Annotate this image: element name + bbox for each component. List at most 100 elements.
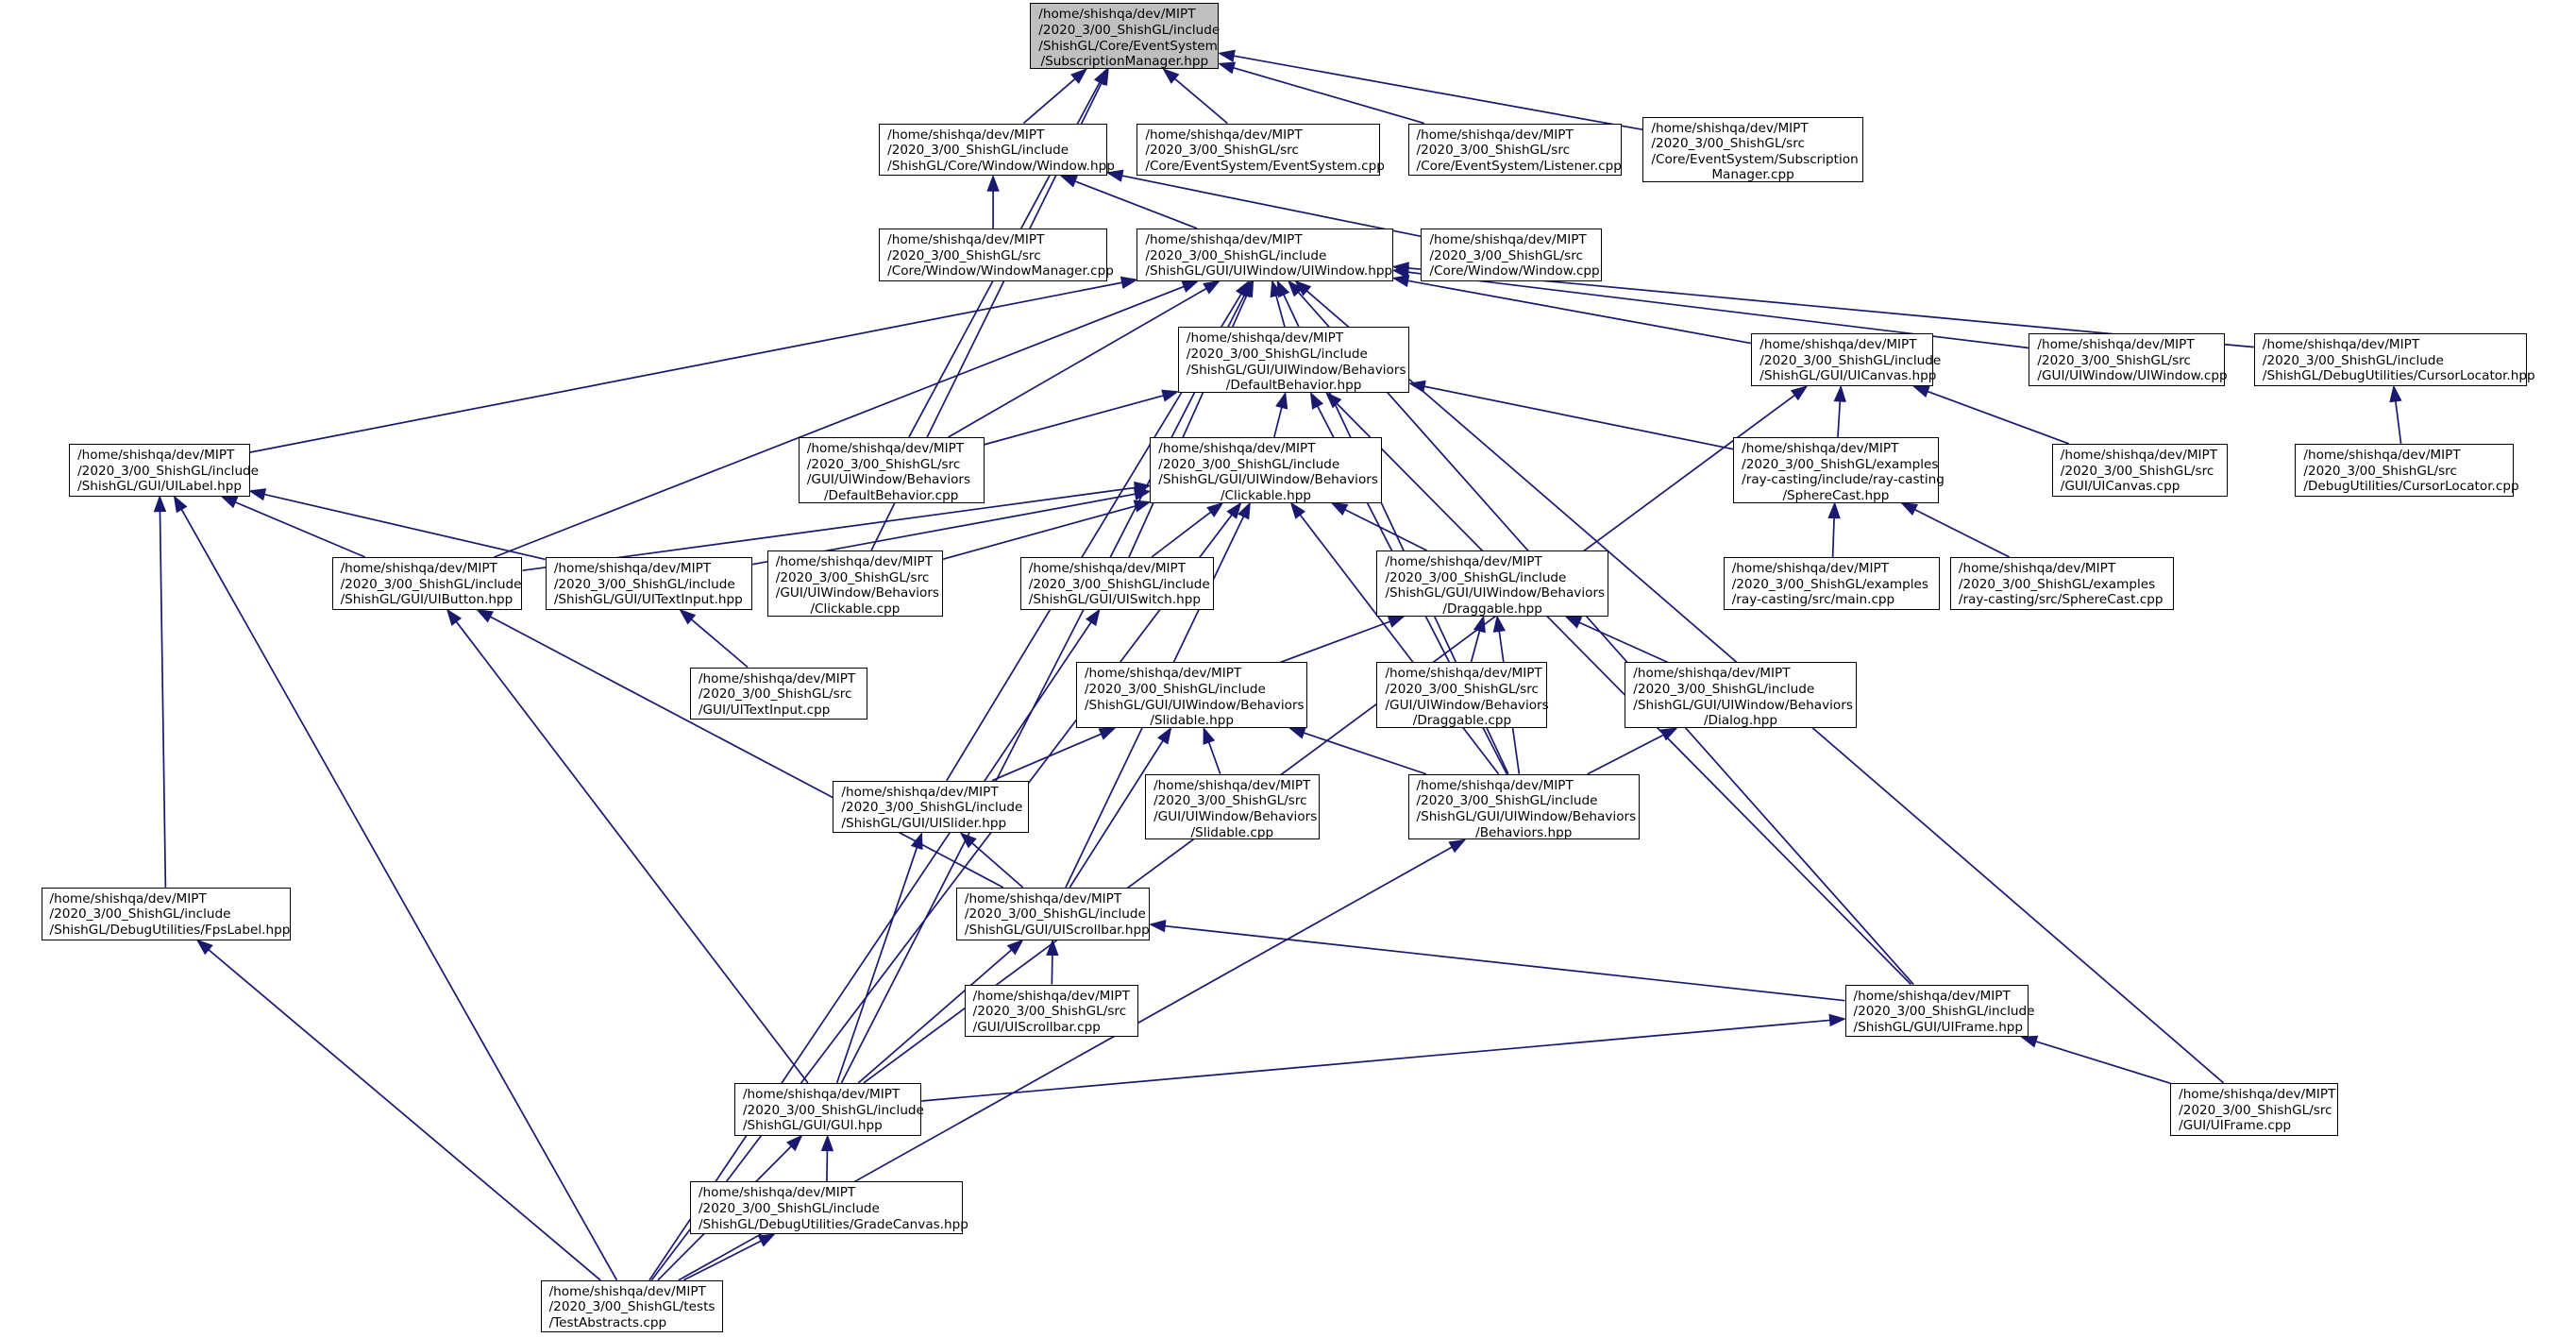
edge-UIFrameH-to-UIWindowH	[1297, 292, 1914, 986]
graph-node-defbehcpp[interactable]: /home/shishqa/dev/MIPT/2020_3/00_ShishGL…	[798, 436, 985, 503]
graph-node-uiframecpp[interactable]: /home/shishqa/dev/MIPT/2020_3/00_ShishGL…	[2170, 1082, 2338, 1136]
arrowhead-icon	[1203, 726, 1216, 745]
graph-node-uitextinputh[interactable]: /home/shishqa/dev/MIPT/2020_3/00_ShishGL…	[545, 557, 753, 610]
graph-node-eventsyscpp[interactable]: /home/shishqa/dev/MIPT/2020_3/00_ShishGL…	[1136, 123, 1385, 177]
arrowhead-icon	[1790, 385, 1809, 401]
graph-node-uiscrollbarcpp[interactable]: /home/shishqa/dev/MIPT/2020_3/00_ShishGL…	[964, 984, 1139, 1038]
arrowhead-icon	[1203, 279, 1221, 295]
arrowhead-icon	[1473, 615, 1486, 634]
arrowhead-icon	[959, 832, 977, 849]
node-label-line: /Slidable.hpp	[1150, 713, 1234, 729]
arrowhead-icon	[1325, 391, 1342, 409]
graph-node-testabstractscpp[interactable]: /home/shishqa/dev/MIPT/2020_3/00_ShishGL…	[540, 1279, 723, 1333]
edge-TestAbstractsCpp-to-ClickableH	[650, 514, 1233, 1281]
graph-node-uilabelh[interactable]: /home/shishqa/dev/MIPT/2020_3/00_ShishGL…	[69, 443, 259, 497]
graph-node-uicanvascpp[interactable]: /home/shishqa/dev/MIPT/2020_3/00_ShishGL…	[2051, 443, 2229, 497]
edge-SubMgrCpp-to-SubMgrH	[1233, 55, 1643, 131]
node-label-line: /home/shishqa/dev/MIPT	[1633, 666, 1791, 682]
graph-node-uicanvash[interactable]: /home/shishqa/dev/MIPT/2020_3/00_ShishGL…	[1751, 333, 1942, 386]
arrowhead-icon	[1309, 391, 1324, 410]
node-label-line: /home/shishqa/dev/MIPT	[1385, 554, 1542, 570]
graph-node-gradecanvash[interactable]: /home/shishqa/dev/MIPT/2020_3/00_ShishGL…	[689, 1181, 968, 1235]
edge-SphereCastH-to-DefBehH	[1423, 385, 1734, 450]
graph-node-rcmaincpp[interactable]: /home/shishqa/dev/MIPT/2020_3/00_ShishGL…	[1723, 557, 1941, 610]
graph-node-uiscrollbarh[interactable]: /home/shishqa/dev/MIPT/2020_3/00_ShishGL…	[955, 887, 1151, 940]
graph-node-slidablecpp[interactable]: /home/shishqa/dev/MIPT/2020_3/00_ShishGL…	[1145, 773, 1320, 840]
arrowhead-icon	[1659, 727, 1678, 741]
node-label-line: /home/shishqa/dev/MIPT	[2262, 337, 2420, 353]
graph-node-spherecasth[interactable]: /home/shishqa/dev/MIPT/2020_3/00_ShishGL…	[1733, 436, 1945, 503]
node-label-line: /ShishGL/Core/EventSystem	[1038, 38, 1218, 54]
arrowhead-icon	[1833, 384, 1846, 402]
edge-BehaviorsH-to-ClickableH	[1299, 514, 1500, 775]
node-label-line: /2020_3/00_ShishGL/tests	[548, 1299, 716, 1315]
node-label-line: /ShishGL/GUI/UICanvas.hpp	[1759, 368, 1937, 384]
graph-node-slidableh[interactable]: /home/shishqa/dev/MIPT/2020_3/00_ShishGL…	[1075, 662, 1308, 729]
edge-GUIH-to-UIButtonH	[455, 620, 809, 1084]
graph-node-winmgrcpp[interactable]: /home/shishqa/dev/MIPT/2020_3/00_ShishGL…	[879, 228, 1114, 281]
edge-UISwitchH-to-ClickableH	[1151, 511, 1212, 558]
node-label-line: /ShishGL/GUI/UISlider.hpp	[841, 815, 1007, 831]
node-label-line: /ShishGL/DebugUtilities/CursorLocator.hp…	[2262, 368, 2535, 384]
node-label-line: /DefaultBehavior.cpp	[823, 487, 959, 503]
node-label-line: /Core/Window/WindowManager.cpp	[887, 263, 1114, 279]
graph-node-cursorloccpp[interactable]: /home/shishqa/dev/MIPT/2020_3/00_ShishGL…	[2295, 443, 2519, 497]
node-label-line: /ShishGL/GUI/UIWindow/Behaviors	[1158, 472, 1378, 488]
graph-node-fpslabelh[interactable]: /home/shishqa/dev/MIPT/2020_3/00_ShishGL…	[41, 887, 292, 940]
node-label-line: /home/shishqa/dev/MIPT	[2303, 447, 2461, 463]
node-label-line: /ShishGL/GUI/UIFrame.hpp	[1853, 1019, 2024, 1035]
node-label-line: /home/shishqa/dev/MIPT	[1731, 561, 1889, 576]
graph-node-uiframeh[interactable]: /home/shishqa/dev/MIPT/2020_3/00_ShishGL…	[1844, 984, 2034, 1038]
graph-node-defbehh[interactable]: /home/shishqa/dev/MIPT/2020_3/00_ShishGL…	[1177, 327, 1410, 393]
graph-node-uisliderh[interactable]: /home/shishqa/dev/MIPT/2020_3/00_ShishGL…	[833, 780, 1029, 834]
graph-node-uiswitchh[interactable]: /home/shishqa/dev/MIPT/2020_3/00_ShishGL…	[1019, 557, 1215, 610]
arrowhead-icon	[1120, 276, 1138, 289]
graph-node-windowh[interactable]: /home/shishqa/dev/MIPT/2020_3/00_ShishGL…	[879, 123, 1115, 177]
edge-CursorLocCpp-to-CursorLocH	[2395, 400, 2402, 445]
arrowhead-icon	[1206, 501, 1224, 517]
graph-node-uitextinputcpp[interactable]: /home/shishqa/dev/MIPT/2020_3/00_ShishGL…	[689, 667, 867, 720]
node-label-line: /2020_3/00_ShishGL/include	[340, 576, 522, 592]
graph-node-uiwindowh[interactable]: /home/shishqa/dev/MIPT/2020_3/00_ShishGL…	[1136, 228, 1393, 281]
arrowhead-icon	[1900, 501, 1919, 516]
graph-node-clickableh[interactable]: /home/shishqa/dev/MIPT/2020_3/00_ShishGL…	[1150, 436, 1382, 503]
node-label-line: /2020_3/00_ShishGL/include	[1759, 352, 1942, 368]
node-label-line: /home/shishqa/dev/MIPT	[340, 561, 497, 576]
node-label-line: /2020_3/00_ShishGL/src	[698, 686, 852, 703]
node-label-line: /home/shishqa/dev/MIPT	[2179, 1086, 2336, 1102]
graph-node-behaviorsh[interactable]: /home/shishqa/dev/MIPT/2020_3/00_ShishGL…	[1407, 773, 1640, 840]
edge-DraggableCpp-to-DraggableH	[1470, 630, 1481, 663]
node-label-line: /home/shishqa/dev/MIPT	[972, 988, 1130, 1004]
node-label-line: /Core/Window/Window.cpp	[1429, 263, 1600, 279]
edge-UICanvasCpp-to-UICanvasH	[1927, 390, 2069, 445]
node-label-line: /ShishGL/GUI/UIWindow/Behaviors	[1385, 585, 1606, 601]
graph-node-windowcpp[interactable]: /home/shishqa/dev/MIPT/2020_3/00_ShishGL…	[1421, 228, 1602, 281]
graph-node-rcspherecpp[interactable]: /home/shishqa/dev/MIPT/2020_3/00_ShishGL…	[1949, 557, 2174, 610]
arrowhead-icon	[1238, 279, 1253, 298]
node-label-line: /2020_3/00_ShishGL/include	[841, 800, 1023, 816]
edge-ClickableCpp-to-ClickableH	[942, 505, 1136, 560]
arrowhead-icon	[1492, 615, 1506, 633]
graph-node-uibuttonh[interactable]: /home/shishqa/dev/MIPT/2020_3/00_ShishGL…	[331, 557, 523, 610]
graph-node-submgrcpp[interactable]: /home/shishqa/dev/MIPT/2020_3/00_ShishGL…	[1642, 116, 1863, 182]
graph-node-cursorloch[interactable]: /home/shishqa/dev/MIPT/2020_3/00_ShishGL…	[2253, 333, 2535, 386]
node-label-line: /home/shishqa/dev/MIPT	[1742, 440, 1899, 456]
graph-node-uiwindowcpp[interactable]: /home/shishqa/dev/MIPT/2020_3/00_ShishGL…	[2029, 333, 2228, 386]
graph-node-dialogh[interactable]: /home/shishqa/dev/MIPT/2020_3/00_ShishGL…	[1625, 662, 1857, 728]
node-label-line: /home/shishqa/dev/MIPT	[2037, 337, 2195, 353]
graph-node-submgrh[interactable]: /home/shishqa/dev/MIPT/2020_3/00_ShishGL…	[1030, 3, 1220, 69]
edge-UIScrollbarH-to-UIButtonH	[490, 616, 1004, 889]
graph-node-listenercpp[interactable]: /home/shishqa/dev/MIPT/2020_3/00_ShishGL…	[1407, 123, 1622, 177]
graph-node-clickablecpp[interactable]: /home/shishqa/dev/MIPT/2020_3/00_ShishGL…	[766, 550, 943, 617]
graph-node-draggableh[interactable]: /home/shishqa/dev/MIPT/2020_3/00_ShishGL…	[1376, 550, 1608, 617]
node-label-line: /2020_3/00_ShishGL/include	[698, 1200, 880, 1216]
edge-ClickableH-to-DefBehH	[1273, 407, 1283, 438]
node-label-line: /2020_3/00_ShishGL/include	[1084, 681, 1266, 697]
node-label-line: /ShishGL/GUI/UIButton.hpp	[340, 592, 514, 608]
arrowhead-icon	[1218, 61, 1237, 75]
arrowhead-icon	[220, 496, 239, 509]
arrowhead-icon	[910, 832, 923, 851]
graph-node-draggablecpp[interactable]: /home/shishqa/dev/MIPT/2020_3/00_ShishGL…	[1376, 662, 1549, 728]
arrowhead-icon	[1448, 838, 1467, 854]
graph-node-guih[interactable]: /home/shishqa/dev/MIPT/2020_3/00_ShishGL…	[733, 1082, 924, 1136]
